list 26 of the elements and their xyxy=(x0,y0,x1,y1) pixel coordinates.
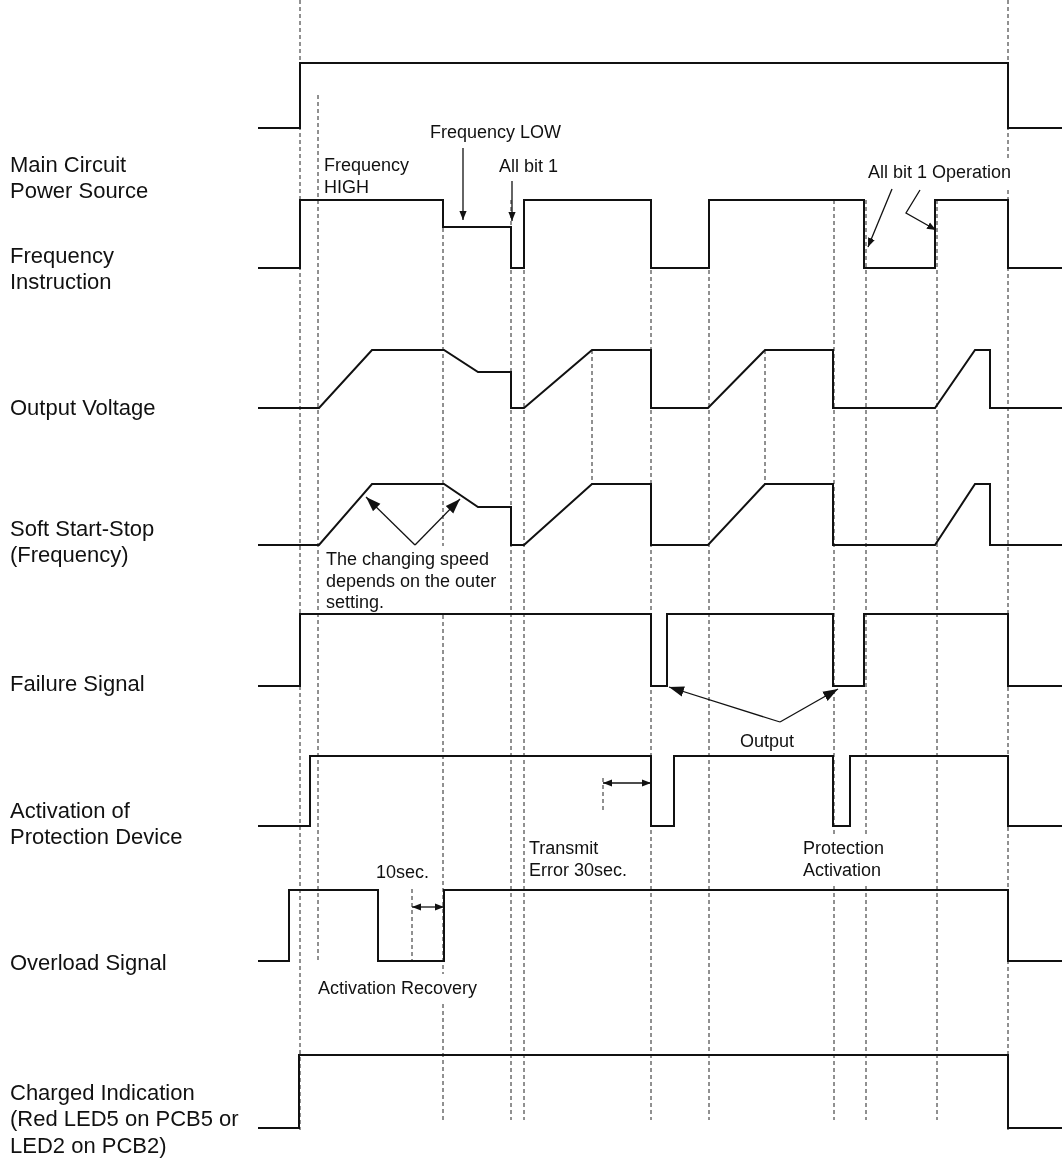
leader-line xyxy=(905,189,937,231)
annotation-text: Frequency LOW xyxy=(430,122,562,144)
annotation-text: All bit 1 Operation xyxy=(868,162,1012,184)
leader-line xyxy=(508,180,516,222)
annotation-text: Activation Recovery xyxy=(318,978,478,1000)
duration-label: 10sec. xyxy=(376,862,430,884)
annotation-text: All bit 1 xyxy=(499,156,559,178)
signal-name: Output Voltage xyxy=(10,395,156,422)
signal-name: Main Circuit Power Source xyxy=(10,152,150,205)
annotation-text: Frequency HIGH xyxy=(324,155,411,199)
annotation-text: Protection Activation xyxy=(803,838,886,882)
signal-name: Frequency Instruction xyxy=(10,243,115,296)
leader-line xyxy=(414,498,461,546)
leader-line xyxy=(668,686,781,723)
leader-line xyxy=(365,496,416,546)
signal-name: Charged Indication (Red LED5 on PCB5 or LED2 on PCB2) xyxy=(10,1080,240,1160)
signal-name: Activation of Protection Device xyxy=(10,798,184,851)
leader-line xyxy=(779,688,839,723)
annotation-text: The changing speed depends on the outer setting. xyxy=(326,549,511,614)
annotation-text: Output xyxy=(740,731,795,753)
signal-name: Failure Signal xyxy=(10,671,145,698)
leader-line xyxy=(867,188,893,248)
signal-name: Soft Start-Stop (Frequency) xyxy=(10,516,156,569)
annotation-text: Transmit Error 30sec. xyxy=(529,838,629,882)
signal-name: Overload Signal xyxy=(10,950,167,977)
leader-line xyxy=(459,147,467,221)
